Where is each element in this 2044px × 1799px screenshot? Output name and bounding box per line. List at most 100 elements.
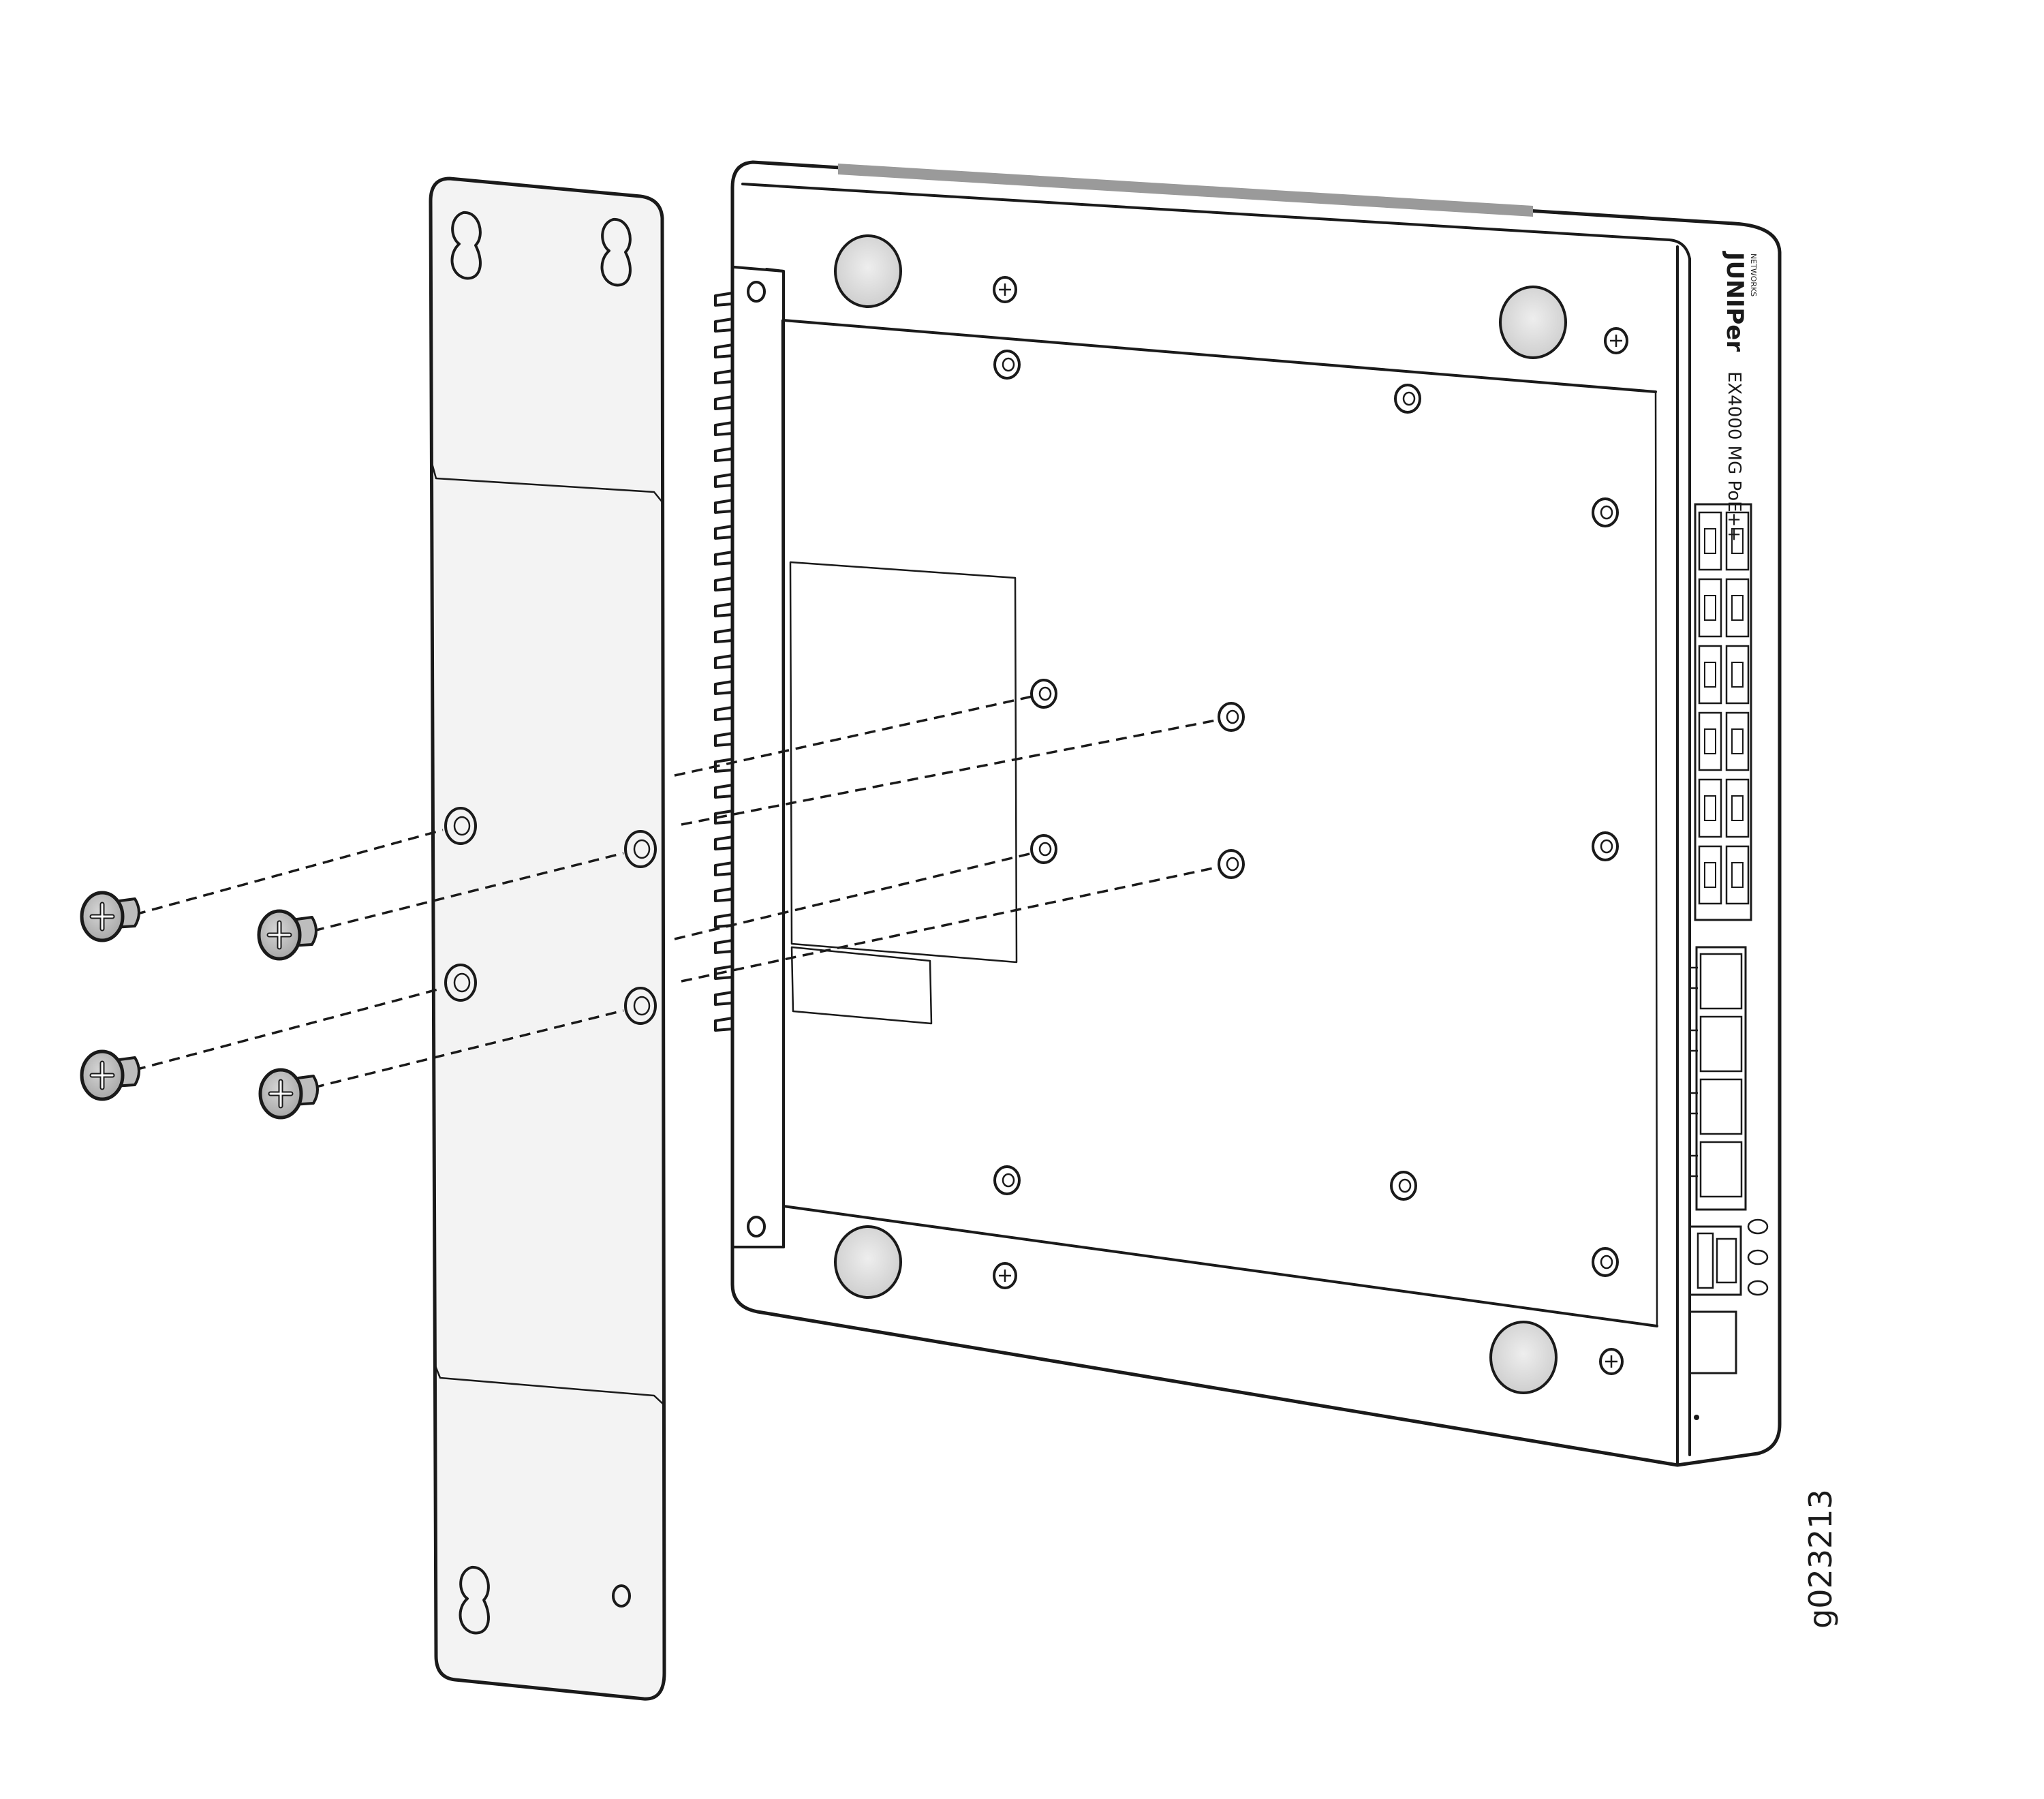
rj45-port-jack bbox=[1704, 595, 1716, 621]
rubber-foot bbox=[1489, 1321, 1558, 1394]
rubber-foot bbox=[834, 234, 902, 308]
chassis-screw bbox=[1604, 327, 1628, 354]
figure-id: g023213 bbox=[1802, 1489, 1839, 1629]
heatsink-fin bbox=[714, 887, 734, 902]
threaded-hole bbox=[993, 350, 1021, 380]
threaded-hole bbox=[1592, 831, 1619, 861]
heatsink-fin bbox=[714, 732, 734, 747]
rj45-port-jack bbox=[1704, 728, 1716, 754]
bracket-screw-hole bbox=[624, 987, 657, 1025]
sfp-port-latch bbox=[1688, 1154, 1698, 1178]
rj45-port bbox=[1698, 778, 1722, 838]
bracket-screw-hole bbox=[444, 807, 477, 845]
rj45-port-jack bbox=[1704, 528, 1716, 554]
bracket-hole bbox=[612, 1584, 631, 1608]
model-label: EX4000 MG PoE++ bbox=[1724, 371, 1744, 542]
heatsink-fin bbox=[714, 835, 734, 850]
rj45-port-jack bbox=[1704, 662, 1716, 688]
threaded-hole bbox=[1390, 1171, 1417, 1201]
front-panel bbox=[1688, 503, 1769, 1420]
rj45-port-jack bbox=[1704, 862, 1716, 888]
heatsink-fin bbox=[714, 861, 734, 876]
brand-logo: JUNIPer bbox=[1721, 251, 1748, 352]
chassis-screw bbox=[993, 1262, 1017, 1289]
threaded-hole bbox=[1030, 834, 1057, 864]
sfp-port bbox=[1699, 1141, 1743, 1198]
mounting-screw bbox=[80, 891, 140, 942]
threaded-hole bbox=[747, 281, 766, 303]
serial-label-area bbox=[790, 946, 933, 1025]
heatsink-fin bbox=[714, 369, 734, 384]
heatsink-fins bbox=[714, 292, 734, 1032]
product-label-area bbox=[789, 561, 1018, 964]
alignment-guides bbox=[134, 695, 1220, 1089]
rj45-port-block bbox=[1694, 503, 1752, 921]
mounting-screw bbox=[80, 1049, 140, 1101]
heatsink-fin bbox=[714, 551, 734, 566]
usb-port bbox=[1697, 1232, 1714, 1289]
sfp-port bbox=[1699, 1078, 1743, 1135]
sfp-port-latch bbox=[1688, 1029, 1698, 1052]
heatsink-fin bbox=[714, 421, 734, 436]
keyhole-slot bbox=[459, 1566, 490, 1635]
rubber-foot bbox=[1499, 286, 1567, 359]
threaded-hole bbox=[1030, 679, 1057, 709]
status-led bbox=[1747, 1280, 1769, 1296]
heatsink-fin bbox=[714, 810, 734, 825]
rj45-port bbox=[1698, 711, 1722, 771]
heatsink-fin bbox=[714, 706, 734, 721]
rj45-port bbox=[1698, 845, 1722, 905]
threaded-hole bbox=[1394, 384, 1421, 414]
heatsink-fin bbox=[714, 447, 734, 462]
switch-chassis: JUNIPer EX4000 MG PoE++ NETWORKS bbox=[714, 160, 1782, 1467]
heatsink-fin bbox=[714, 913, 734, 928]
mounting-screw bbox=[258, 1068, 319, 1120]
mgmt-rj45-port bbox=[1716, 1237, 1737, 1284]
heatsink-fin bbox=[714, 292, 734, 307]
rj45-port bbox=[1698, 578, 1722, 638]
rubber-foot bbox=[834, 1225, 902, 1299]
rj45-port-jack bbox=[1731, 528, 1744, 554]
sfp-port-latch bbox=[1688, 966, 1698, 989]
threaded-hole bbox=[1592, 1247, 1619, 1277]
rj45-port-jack bbox=[1731, 728, 1744, 754]
status-led bbox=[1747, 1249, 1769, 1265]
rj45-port bbox=[1725, 645, 1750, 705]
threaded-hole bbox=[1592, 497, 1619, 527]
heatsink-fin bbox=[714, 499, 734, 514]
reset-pinhole bbox=[1694, 1415, 1699, 1420]
heatsink-fin bbox=[714, 654, 734, 669]
heatsink-fin bbox=[714, 628, 734, 643]
rj45-port bbox=[1725, 778, 1750, 838]
threaded-hole bbox=[993, 1165, 1021, 1195]
chassis-screw bbox=[993, 276, 1017, 303]
rj45-port-jack bbox=[1731, 862, 1744, 888]
keyhole-slot bbox=[600, 218, 632, 287]
sfp-port-block bbox=[1695, 946, 1747, 1211]
mounting-screw bbox=[257, 909, 318, 961]
sfp-port bbox=[1699, 953, 1743, 1010]
rj45-port-jack bbox=[1731, 795, 1744, 821]
threaded-hole bbox=[1218, 849, 1245, 879]
vent-grille bbox=[838, 164, 1533, 217]
chassis-screw bbox=[1599, 1348, 1624, 1375]
rj45-port bbox=[1698, 511, 1722, 571]
bracket-screw-hole bbox=[444, 964, 477, 1002]
heatsink-fin bbox=[714, 784, 734, 799]
heatsink-fin bbox=[714, 1017, 734, 1032]
rj45-port-jack bbox=[1704, 795, 1716, 821]
status-led bbox=[1747, 1218, 1769, 1235]
rj45-port-jack bbox=[1731, 595, 1744, 621]
heatsink-fin bbox=[714, 965, 734, 980]
heatsink-fin bbox=[714, 395, 734, 410]
console-port bbox=[1688, 1310, 1737, 1374]
heatsink-fin bbox=[714, 343, 734, 358]
heatsink-fin bbox=[714, 576, 734, 591]
heatsink-fin bbox=[714, 318, 734, 333]
management-ports bbox=[1688, 1225, 1742, 1296]
bracket-screw-hole bbox=[624, 830, 657, 868]
rj45-port bbox=[1698, 645, 1722, 705]
heatsink-fin bbox=[714, 991, 734, 1006]
mounting-bracket bbox=[429, 176, 666, 1701]
